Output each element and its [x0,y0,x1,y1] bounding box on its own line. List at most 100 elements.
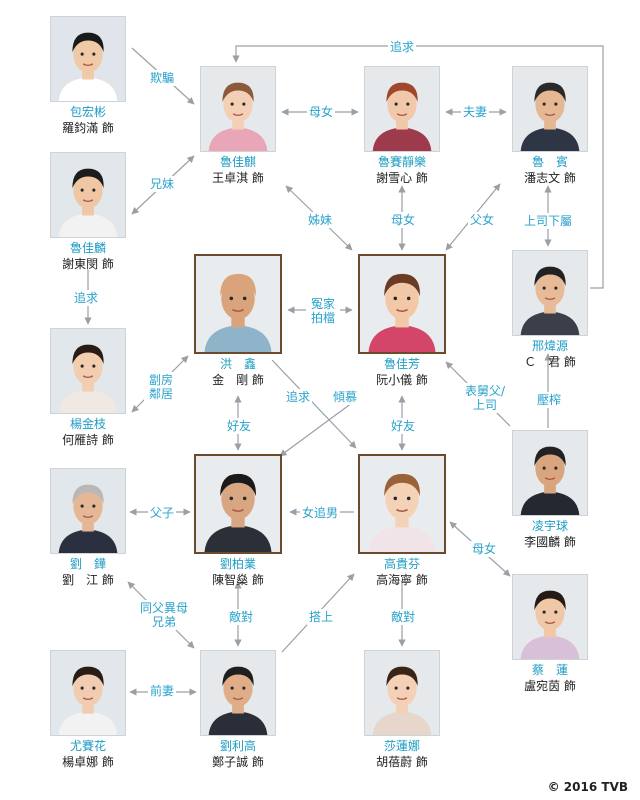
role-name: 莎蓮娜 [383,739,420,753]
portrait-icon [201,651,275,735]
relation-label-zhuiqiu-mid: 追求 [284,389,313,405]
actor-name: 胡蓓蔚 飾 [376,755,428,769]
relation-label-tongfu: 同父異母兄弟 [134,600,194,630]
relation-label-funu: 父女 [468,212,497,228]
actor-name: 盧宛茵 飾 [524,679,576,693]
portrait-cai [512,574,588,660]
caption-ling: 凌宇球李國麟 飾 [490,518,610,550]
portrait-icon [513,251,587,335]
caption-hong: 洪 鑫金 剛 飾 [178,356,298,388]
actor-name: Ｃ 君 飾 [524,355,576,369]
actor-name: 何雁詩 飾 [62,433,114,447]
relation-label-shangsi: 上司下屬 [522,213,575,229]
role-name: 蔡 蓮 [531,663,568,677]
portrait-lujl [200,66,276,152]
portrait-icon [51,153,125,237]
portrait-icon [201,67,275,151]
caption-lus: 魯 賓潘志文 飾 [490,154,610,186]
portrait-lujf [358,254,446,354]
actor-name: 李國麟 飾 [524,535,576,549]
role-name: 楊金枝 [69,417,106,431]
role-name: 魯佳芳 [383,357,420,371]
actor-name: 羅鈞滿 飾 [62,121,114,135]
caption-liuz: 劉 鏵劉 江 飾 [28,556,148,588]
caption-xing: 邢煒源 Ｃ 君 飾 [490,338,610,370]
portrait-icon [51,469,125,553]
caption-lujl: 魯佳麒王卓淇 飾 [178,154,298,186]
caption-lujf: 魯佳芳阮小儀 飾 [342,356,462,388]
relation-label-munu-2: 母女 [389,212,418,228]
copyright-notice: © 2016 TVB [547,780,628,794]
portrait-hong [194,254,282,354]
portrait-ling [512,430,588,516]
role-name: 凌宇球 [531,519,568,533]
relation-label-didui-2: 敵對 [389,609,418,625]
caption-you: 尤賽花楊卓娜 飾 [28,738,148,770]
role-name: 邢煒源 [531,339,568,353]
actor-name: 楊卓娜 飾 [62,755,114,769]
actor-name: 王卓淇 飾 [212,171,264,185]
caption-gao: 高貴芬高海寧 飾 [342,556,462,588]
actor-name: 謝東閔 飾 [62,257,114,271]
actor-name: 鄭子誠 飾 [212,755,264,769]
portrait-yang [50,328,126,414]
caption-lujlin: 魯佳麟謝東閔 飾 [28,240,148,272]
role-name: 尤賽花 [69,739,106,753]
link-qingmu [279,399,357,457]
portrait-xing [512,250,588,336]
link-zhuiqiu-top [232,45,604,289]
portrait-icon [51,17,125,101]
relation-label-nuzhuinan: 女追男 [300,505,341,521]
role-name: 劉 鏵 [69,557,106,571]
relation-label-haoyou-2: 好友 [389,418,418,434]
caption-liub: 劉柏業陳智燊 飾 [178,556,298,588]
portrait-sha [364,650,440,736]
portrait-icon [365,651,439,735]
role-name: 洪 鑫 [219,357,256,371]
role-name: 包宏彬 [69,105,106,119]
actor-name: 陳智燊 飾 [212,573,264,587]
actor-name: 高海寧 飾 [376,573,428,587]
caption-cai: 蔡 蓮盧宛茵 飾 [490,662,610,694]
relation-label-didui-1: 敵對 [227,609,256,625]
portrait-icon [51,651,125,735]
portrait-lujlin [50,152,126,238]
portrait-gao [358,454,446,554]
relation-label-zhuiqiu-top: 追求 [388,39,417,55]
caption-sha: 莎蓮娜胡蓓蔚 飾 [342,738,462,770]
relation-label-haoyou-1: 好友 [225,418,254,434]
role-name: 劉利高 [219,739,256,753]
actor-name: 阮小儀 飾 [376,373,428,387]
caption-bao: 包宏彬羅鈞滿 飾 [28,104,148,136]
relation-label-fuzi: 父子 [148,505,177,521]
relation-label-qianqi: 前妻 [148,683,177,699]
actor-name: 金 剛 飾 [212,373,264,387]
role-name: 劉柏業 [219,557,256,571]
role-name: 魯賽靜樂 [377,155,426,169]
portrait-lus [512,66,588,152]
actor-name: 潘志文 飾 [524,171,576,185]
actor-name: 劉 江 飾 [62,573,114,587]
portrait-liub [194,454,282,554]
relation-label-munu-1: 母女 [307,104,336,120]
role-name: 魯佳麟 [69,241,106,255]
relation-label-biaojiu: 表舅父/上司 [458,383,512,413]
portrait-icon [513,575,587,659]
relation-label-dashang: 搭上 [307,609,336,625]
portrait-you [50,650,126,736]
portrait-icon [365,67,439,151]
relation-label-qingmu: 傾慕 [331,389,360,405]
role-name: 魯 賓 [531,155,568,169]
portrait-icon [196,456,280,552]
caption-liug: 劉利高鄭子誠 飾 [178,738,298,770]
relation-label-munu-3: 母女 [470,541,499,557]
portrait-icon [196,256,280,352]
caption-yang: 楊金枝何雁詩 飾 [28,416,148,448]
relation-label-linju: 劏房鄰居 [144,372,178,402]
portrait-icon [360,456,444,552]
role-name: 魯佳麒 [219,155,256,169]
portrait-icon [51,329,125,413]
caption-lujy: 魯賽靜樂謝雪心 飾 [342,154,462,186]
portrait-icon [360,256,444,352]
